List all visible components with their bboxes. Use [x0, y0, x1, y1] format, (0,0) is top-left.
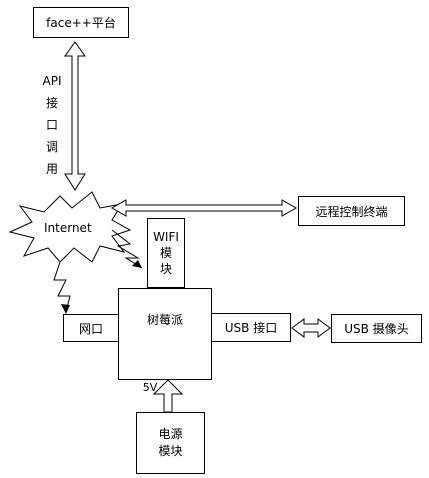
internet-cloud [8, 191, 132, 263]
internet-label: Internet [44, 221, 92, 235]
power-module-box: 电源 模块 [136, 412, 205, 474]
wifi-lightning [111, 229, 143, 269]
api-double-arrow [64, 41, 86, 191]
api-label-line1: API [42, 74, 62, 88]
face-platform-label: face++平台 [46, 16, 116, 30]
ethernet-port-box: 网口 [63, 314, 119, 342]
api-label-line4: 调 [45, 140, 58, 154]
api-label-line5: 用 [45, 162, 58, 176]
wifi-module-line3: 块 [159, 262, 172, 277]
usb-camera-label: USB 摄像头 [344, 322, 409, 336]
remote-double-arrow [110, 199, 298, 217]
api-label-line2: 接 [45, 96, 58, 110]
power-module-line2: 模块 [158, 444, 183, 458]
usb-double-arrow [291, 318, 331, 338]
usb-camera-box: USB 摄像头 [331, 314, 422, 343]
raspberry-pi-label: 树莓派 [146, 313, 183, 327]
remote-terminal-label: 远程控制终端 [315, 204, 388, 219]
ethernet-port-label: 网口 [78, 321, 103, 336]
api-label-line3: 口 [45, 118, 58, 132]
eth-lightning-head [61, 304, 70, 314]
wifi-module-line2: 模 [159, 245, 172, 260]
remote-terminal-box: 远程控制终端 [298, 196, 405, 226]
face-platform-box: face++平台 [33, 7, 129, 38]
power-module-line1: 电源 [158, 426, 183, 441]
api-label: API 接 口 调 用 [38, 70, 66, 180]
wifi-lightning-head [132, 260, 142, 268]
usb-port-label: USB 接口 [224, 321, 278, 335]
usb-port-box: USB 接口 [211, 313, 291, 342]
raspberry-pi-box: 树莓派 [118, 288, 212, 380]
wifi-module-box: WIFI 模 块 [147, 218, 185, 288]
eth-lightning [53, 261, 71, 313]
voltage-label: 5V [142, 381, 158, 394]
wifi-module-line1: WIFI [153, 229, 179, 244]
